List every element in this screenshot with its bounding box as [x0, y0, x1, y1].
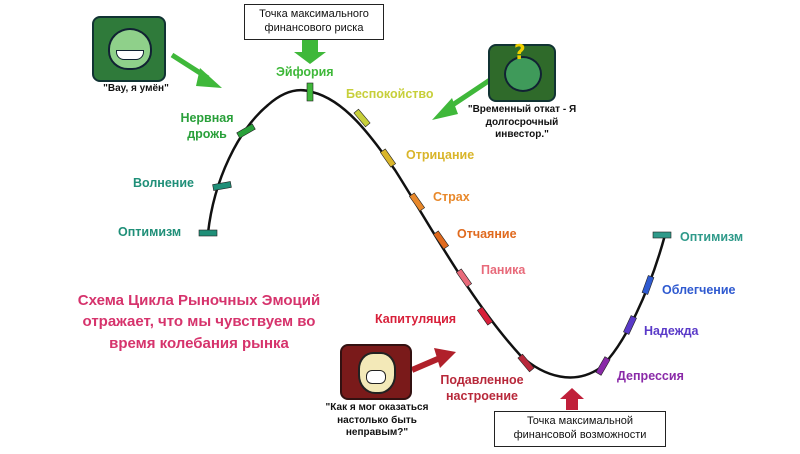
arrow-top-box: [294, 40, 326, 64]
stage-tick: [476, 306, 494, 326]
max-opportunity-box: Точка максимальной финансовой возможност…: [494, 411, 666, 447]
arrow-wrong: [410, 348, 456, 373]
arrow-bottom-box: [560, 388, 584, 410]
max-risk-box: Точка максимального финансового риска: [244, 4, 384, 40]
stage-tick: [432, 230, 450, 250]
stage-tick: [652, 231, 672, 239]
quote-investor: "Временный откат - Я долгосрочный инвест…: [467, 104, 577, 140]
stage-tick: [595, 356, 611, 376]
screaming-face-icon: [340, 344, 412, 400]
stage-label-hope: Надежда: [644, 324, 699, 338]
stage-tick: [623, 315, 637, 335]
stage-tick: [455, 268, 473, 288]
stage-label-panic: Паника: [481, 263, 526, 277]
stage-label-excitement: Волнение: [133, 176, 194, 190]
quote-wow: "Вау, я умён": [103, 83, 169, 94]
stage-tick: [212, 181, 232, 191]
stage-label-capitulation: Капитуляция: [375, 312, 457, 326]
stage-label-fear: Страх: [433, 190, 470, 204]
stage-label-euphoria: Эйфория: [276, 65, 334, 79]
stage-label-despondency: Подавленное настроение: [440, 373, 524, 403]
smiling-face-icon: [92, 16, 166, 82]
stage-tick: [306, 82, 314, 102]
stage-tick: [408, 192, 426, 212]
stage-label-optimism-start: Оптимизм: [118, 225, 182, 239]
quote-wrong: "Как я мог оказаться настолько быть непр…: [325, 402, 429, 438]
stage-tick: [236, 123, 256, 139]
stage-tick: [198, 229, 218, 237]
question-face-icon: ?: [488, 40, 556, 102]
arrow-investor: [432, 77, 492, 120]
stage-label-optimism-end: Оптимизм: [680, 230, 744, 244]
stage-tick: [641, 275, 655, 295]
stage-label-thrill: Нервная дрожь: [180, 111, 234, 141]
stage-label-relief: Облегчение: [662, 283, 736, 297]
arrow-wow: [170, 52, 222, 88]
stage-label-anxiety: Беспокойство: [346, 87, 434, 101]
stage-tick: [517, 353, 535, 373]
stage-label-depression: Депрессия: [617, 369, 684, 383]
stage-label-denial: Отрицание: [406, 148, 475, 162]
diagram-caption: Схема Цикла Рыночных Эмоций отражает, чт…: [77, 292, 321, 352]
stage-tick: [379, 148, 397, 168]
stage-label-desperation: Отчаяние: [457, 227, 517, 241]
stage-tick: [353, 108, 371, 128]
